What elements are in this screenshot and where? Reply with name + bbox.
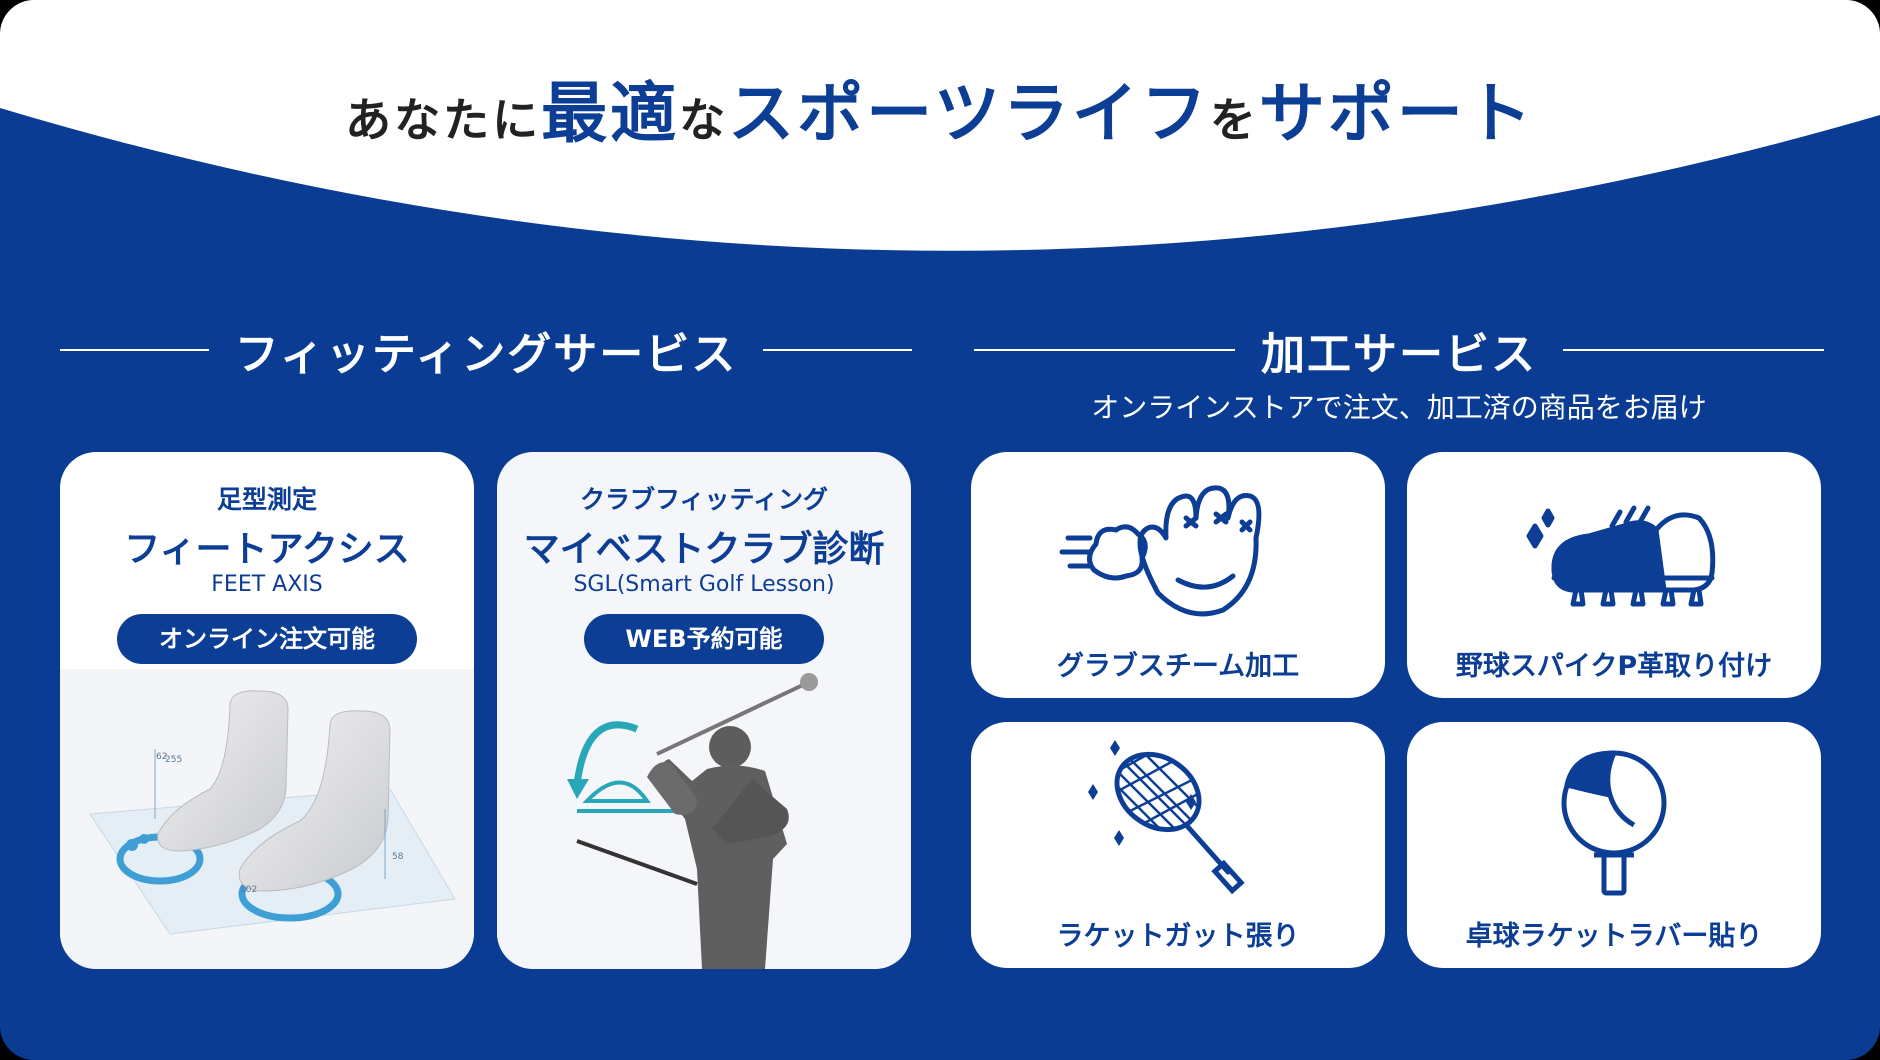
foot-scan-illustration: 255 62 58 102: [60, 669, 474, 969]
card-title: マイベストクラブ診断: [523, 529, 885, 570]
glove-icon: [1059, 485, 1262, 617]
racket-icon: [1088, 738, 1245, 895]
online-order-button[interactable]: オンライン注文可能: [117, 614, 417, 664]
measure-label: 62: [156, 752, 167, 762]
table-tennis-paddle-icon: [1561, 750, 1667, 896]
card-eyebrow: クラブフィッティング: [579, 485, 828, 514]
service-card-spike-leather[interactable]: 野球スパイクP革取り付け: [1407, 452, 1821, 698]
kako-section-header: 加工サービス: [974, 322, 1824, 380]
top-wave-background: [0, 0, 1880, 251]
headline-highlight: 最適: [541, 75, 680, 152]
best-club-card[interactable]: クラブフィッティング マイベストクラブ診断 SGL(Smart Golf Les…: [497, 452, 911, 969]
service-label: ラケットガット張り: [1056, 921, 1300, 952]
kako-section-title: 加工サービス: [1261, 329, 1537, 380]
card-english-name: FEET AXIS: [211, 572, 323, 597]
divider-line: [1563, 349, 1824, 351]
service-label: 野球スパイクP革取り付け: [1455, 651, 1773, 682]
headline-part: あなたに: [345, 93, 542, 147]
service-label: グラブスチーム加工: [1056, 651, 1300, 682]
measure-label: 58: [392, 852, 404, 862]
fitting-section-title: フィッティングサービス: [234, 329, 738, 380]
fitting-section-header: フィッティングサービス: [60, 322, 913, 380]
headline-part: な: [679, 93, 729, 147]
card-english-name: SGL(Smart Golf Lesson): [573, 572, 835, 597]
service-card-racket-string[interactable]: ラケットガット張り: [971, 722, 1385, 968]
golf-swing-illustration: [497, 669, 911, 969]
headline-highlight: サポート: [1258, 75, 1535, 152]
headline-part: を: [1209, 93, 1259, 147]
service-card-glove-steam[interactable]: グラブスチーム加工: [971, 452, 1385, 698]
kako-section-subtitle: オンラインストアで注文、加工済の商品をお届け: [1091, 391, 1707, 424]
card-eyebrow: 足型測定: [216, 485, 317, 514]
spike-shoe-icon: [1526, 505, 1716, 607]
card-title: フィートアクシス: [124, 529, 410, 570]
divider-line: [60, 349, 209, 351]
web-reservation-button[interactable]: WEB予約可能: [584, 614, 824, 664]
headline-highlight: スポーツライフ: [728, 75, 1210, 152]
measure-label: 102: [240, 885, 257, 895]
service-label: 卓球ラケットラバー貼り: [1465, 921, 1763, 952]
divider-line: [974, 349, 1235, 351]
service-card-paddle-rubber[interactable]: 卓球ラケットラバー貼り: [1407, 722, 1821, 968]
headline: あなたに最適なスポーツライフをサポート: [0, 60, 1880, 156]
measure-label: 255: [165, 755, 182, 765]
divider-line: [763, 349, 913, 351]
feet-axis-card[interactable]: 足型測定 フィートアクシス FEET AXIS オンライン注文可能 255 62…: [60, 452, 474, 969]
